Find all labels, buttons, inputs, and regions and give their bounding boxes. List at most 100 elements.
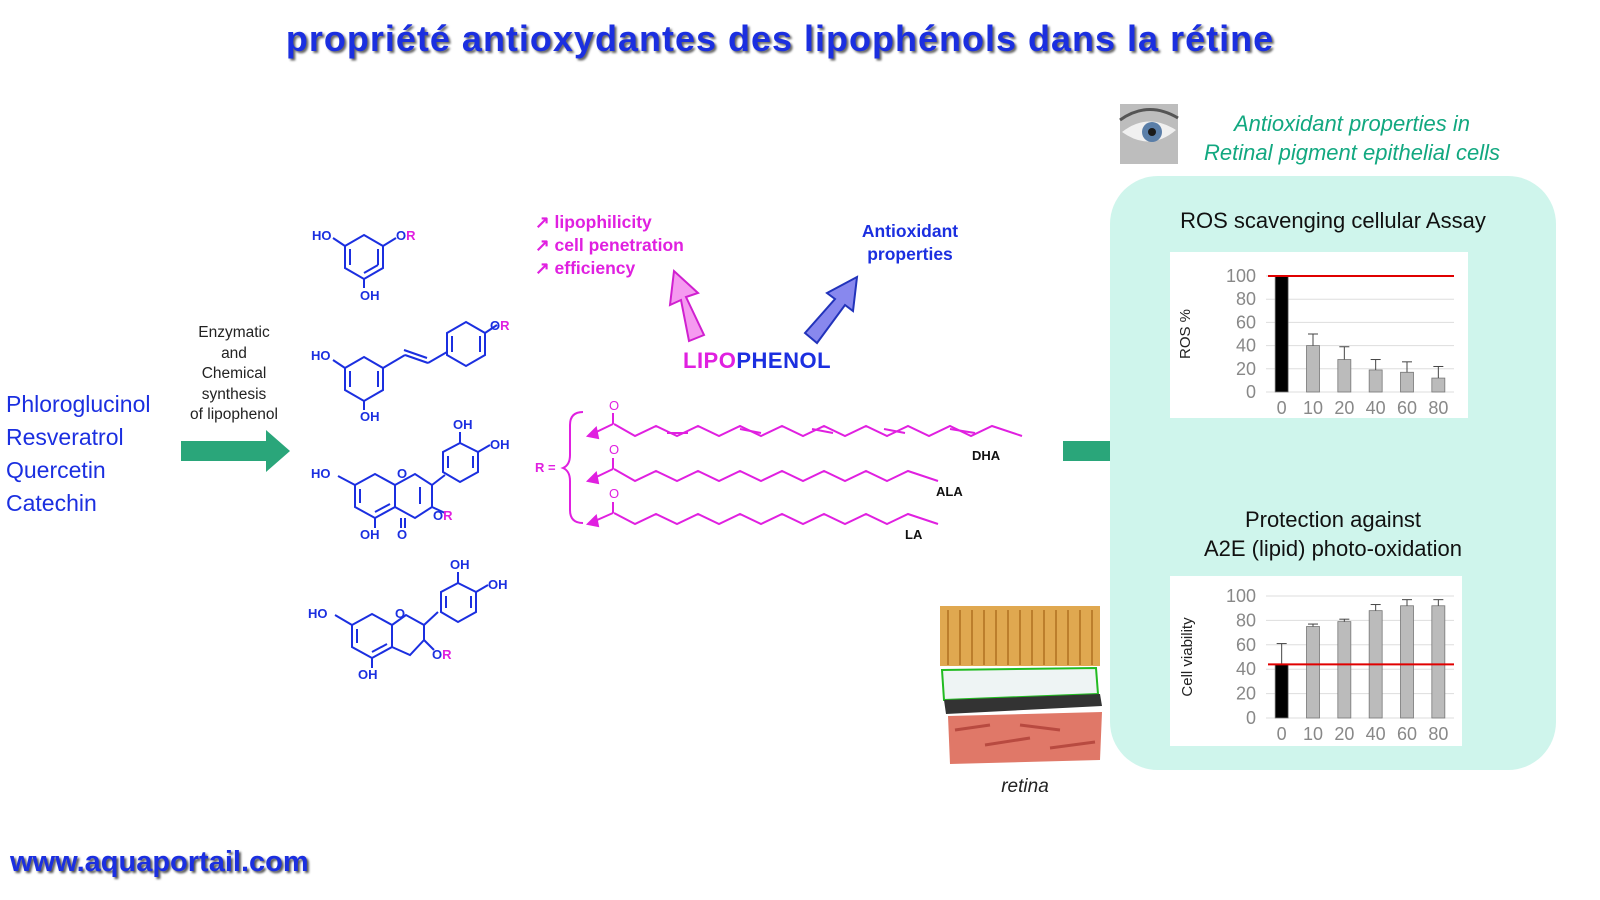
- lipophenol-label: LIPOPHENOL: [683, 348, 831, 374]
- y-tick-label: 0: [1246, 382, 1256, 402]
- catechin-structure: [334, 572, 489, 668]
- atom-label-oh: OH: [358, 667, 378, 682]
- y-tick-label: 100: [1226, 586, 1256, 606]
- bar: [1306, 345, 1320, 393]
- polyphenol-item: Resveratrol: [6, 424, 124, 450]
- atom-label-o: O: [490, 318, 501, 333]
- y-tick-label: 20: [1236, 684, 1256, 704]
- eye-icon: [1119, 104, 1179, 164]
- bar: [1368, 369, 1383, 393]
- x-tick-label: 80: [1428, 398, 1448, 418]
- atom-label-oh: OH: [360, 409, 380, 424]
- bar: [1337, 359, 1352, 393]
- phenol-part: PHENOL: [736, 348, 832, 373]
- la-label: LA: [905, 527, 923, 542]
- y-tick-label: 60: [1236, 312, 1256, 332]
- polyphenol-item: Phloroglucinol: [6, 391, 151, 417]
- x-tick-label: 80: [1428, 724, 1448, 744]
- green-arrow-icon: [181, 430, 290, 472]
- x-tick-label: 10: [1303, 724, 1323, 744]
- bar: [1274, 275, 1289, 393]
- fatty-acid-chains: [560, 411, 1023, 528]
- dha-chain: [613, 423, 1023, 438]
- polyphenol-list: Phloroglucinol Resveratrol Quercetin Cat…: [6, 388, 150, 520]
- y-axis-label: Cell viability: [1179, 617, 1196, 697]
- atom-label-or: OR: [396, 228, 416, 243]
- synthesis-line: of lipophenol: [190, 406, 278, 423]
- retina-label: retina: [1001, 776, 1049, 797]
- atom-label-r: R: [406, 228, 416, 243]
- y-tick-label: 60: [1236, 635, 1256, 655]
- carbonyl-o-label: O: [609, 486, 620, 501]
- effect-item: ↗ cell penetration: [535, 235, 684, 255]
- x-tick-label: 10: [1303, 398, 1323, 418]
- polyphenol-item: Quercetin: [6, 457, 106, 483]
- atom-label-ho: HO: [311, 466, 331, 481]
- page-title: propriété antioxydantes des lipophénols …: [285, 18, 1275, 59]
- effect-item: ↗ lipophilicity: [535, 212, 652, 232]
- resveratrol-structure: [332, 320, 498, 410]
- bar: [1431, 377, 1446, 393]
- bar: [1400, 371, 1414, 393]
- lipophilicity-arrow-icon: [668, 268, 706, 343]
- retina-illustration-icon: [936, 606, 1102, 766]
- y-tick-label: 0: [1246, 708, 1256, 728]
- synthesis-line: and: [221, 344, 247, 362]
- antioxidant-line: Antioxidant: [861, 221, 959, 241]
- ros-chart-title: ROS scavenging cellular Assay: [1180, 208, 1486, 233]
- atom-label-o: O: [397, 466, 408, 481]
- molecule-structures: [332, 233, 498, 668]
- carbonyl-o-label: O: [609, 398, 620, 413]
- lipophenol-effects: ↗ lipophilicity ↗ cell penetration ↗ eff…: [535, 211, 684, 280]
- y-tick-label: 80: [1236, 289, 1256, 309]
- ala-chain: [613, 468, 939, 483]
- phloroglucinol-structure: [332, 233, 397, 288]
- x-tick-label: 0: [1277, 398, 1287, 418]
- x-tick-label: 20: [1334, 724, 1354, 744]
- synthesis-line: synthesis: [201, 385, 267, 403]
- lipo-part: LIPO: [683, 348, 737, 373]
- eye-caption: Antioxidant properties in Retinal pigmen…: [1182, 109, 1522, 167]
- atom-label-oh: OH: [450, 557, 470, 572]
- effect-item: ↗ efficiency: [535, 258, 636, 278]
- atom-label-or: OR: [432, 647, 452, 662]
- polyphenol-item: Catechin: [6, 490, 97, 516]
- bar: [1306, 626, 1320, 719]
- atom-label-oh: OH: [360, 527, 380, 542]
- chart-background: [1206, 252, 1468, 418]
- eye-caption-line: Antioxidant properties in: [1233, 111, 1471, 136]
- quercetin-structure: [337, 432, 491, 528]
- x-tick-label: 60: [1397, 398, 1417, 418]
- x-tick-label: 20: [1334, 398, 1354, 418]
- atom-label-r: R: [500, 318, 510, 333]
- antioxidant-label: Antioxidant properties: [845, 220, 975, 266]
- synthesis-line: Chemical: [201, 365, 267, 382]
- atom-label-o: O: [396, 228, 407, 243]
- antioxidant-arrow-icon: [803, 275, 859, 345]
- y-tick-label: 80: [1236, 610, 1256, 630]
- bar: [1337, 621, 1352, 719]
- atom-label-oh: OH: [453, 417, 473, 432]
- eye-caption-line: Retinal pigment epithelial cells: [1204, 140, 1500, 165]
- y-tick-label: 100: [1226, 266, 1256, 286]
- x-tick-label: 0: [1277, 724, 1287, 744]
- synthesis-line: Enzymatic: [198, 324, 270, 341]
- atom-label-r: R: [443, 508, 453, 523]
- atom-label-r: R: [442, 647, 452, 662]
- antioxidant-line: properties: [867, 244, 953, 264]
- protection-title-line: Protection against: [1244, 507, 1422, 532]
- atom-label-o: O: [432, 647, 443, 662]
- atom-label-oh: OH: [490, 437, 510, 452]
- y-axis-label: ROS %: [1177, 309, 1194, 359]
- y-tick-label: 20: [1236, 359, 1256, 379]
- la-chain: [613, 512, 939, 526]
- atom-label-oh: OH: [360, 288, 380, 303]
- r-brace: [560, 411, 584, 524]
- atom-label-or: OR: [490, 318, 510, 333]
- atom-label-ho: HO: [308, 606, 328, 621]
- ala-label: ALA: [936, 484, 963, 499]
- atom-label-ho: HO: [311, 348, 331, 363]
